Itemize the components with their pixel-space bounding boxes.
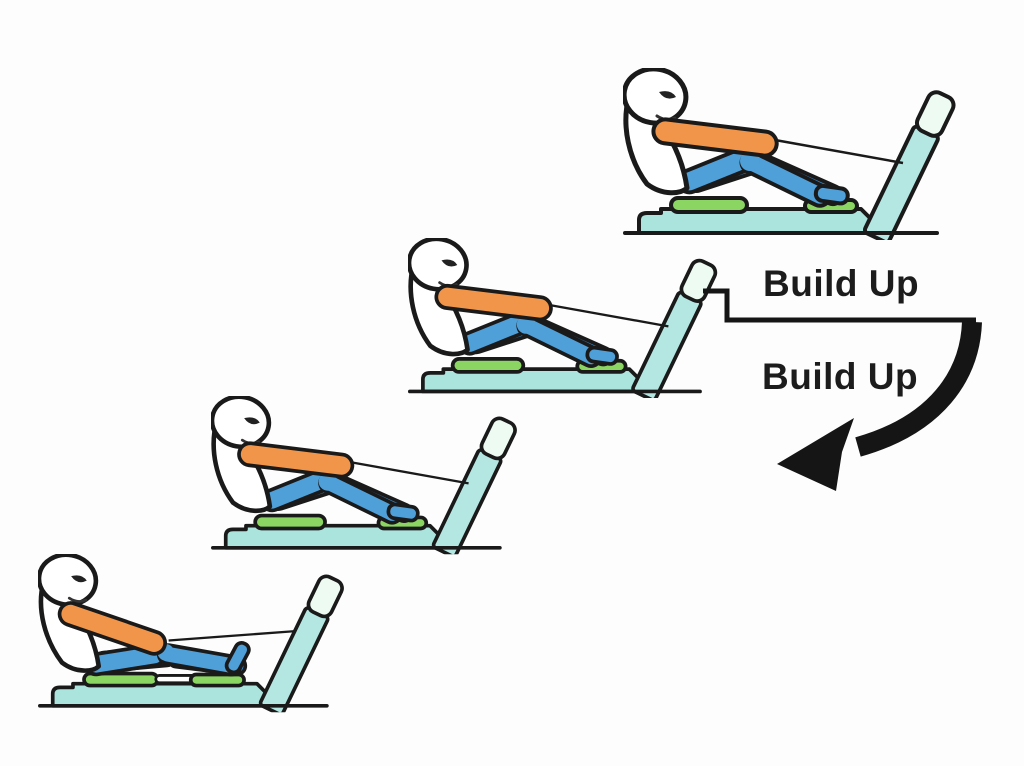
build-up-label-bottom: Build Up [762, 356, 919, 397]
curved-arrow-head-icon [777, 418, 854, 491]
rower-figure-bottom [38, 554, 360, 712]
rower-figure-third [211, 396, 533, 554]
rower-figure-top [623, 68, 973, 240]
rower-figure-second [408, 238, 734, 398]
build-up-label-top: Build Up [763, 263, 920, 304]
